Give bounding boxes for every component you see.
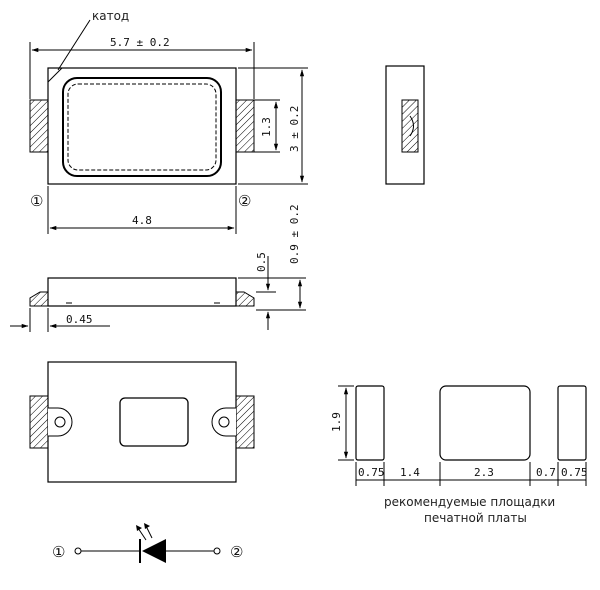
- profile-lead-right: [235, 291, 255, 307]
- bottom-hole-right: [218, 416, 230, 428]
- profile-body: [47, 277, 237, 307]
- dim-width: 3 ± 0.2: [288, 106, 301, 152]
- profile-view: 0.9 ± 0.2 0.5 0.45: [10, 204, 306, 332]
- bottom-hole-left: [54, 416, 66, 428]
- symbol-pin1-label: ①: [52, 543, 65, 561]
- dim-pad-w2: 0.75: [561, 466, 588, 479]
- end-pad: [401, 99, 419, 153]
- lens-outline: [62, 77, 222, 177]
- cathode-leader: [57, 19, 91, 71]
- dim-length: 5.7 ± 0.2: [110, 36, 170, 49]
- pcb-footprint: 1.9 0.75 1.4 2.3 0.7 0.75 рекомендуемые …: [330, 385, 588, 525]
- light-arrow-icon-1: [137, 527, 147, 541]
- dim-pad-span: 4.8: [132, 214, 152, 227]
- pcb-pad-center: [439, 385, 531, 461]
- dim-height: 0.9 ± 0.2: [288, 204, 301, 264]
- dim-pad-height: 1.9: [330, 412, 343, 432]
- profile-lead-left: [29, 291, 49, 307]
- lens-inner: [67, 83, 217, 171]
- diode-triangle-icon: [142, 539, 166, 563]
- symbol-terminal-right: [213, 547, 221, 555]
- symbol-pin2-label: ②: [230, 543, 243, 561]
- dim-gap1: 1.4: [400, 466, 420, 479]
- symbol-terminal-left: [74, 547, 82, 555]
- dim-pad-w1: 0.75: [358, 466, 385, 479]
- cathode-mark: [47, 67, 63, 83]
- pcb-pad-left: [355, 385, 385, 461]
- dim-center: 2.3: [474, 466, 494, 479]
- top-view: катод 5.7 ± 0.2 3 ± 0.2 1.3 ① ② 4.8: [29, 9, 308, 234]
- bottom-pad-left: [29, 395, 49, 449]
- top-pad-left: [29, 99, 49, 153]
- bottom-view: [29, 361, 255, 483]
- top-body: [47, 67, 237, 185]
- pcb-caption-line2: печатной платы: [424, 511, 527, 525]
- dim-lead-thickness: 0.5: [255, 252, 268, 272]
- dim-lens-height: 1.3: [260, 117, 273, 137]
- end-view: [385, 65, 425, 185]
- cathode-label: катод: [92, 9, 129, 23]
- led-symbol: ① ②: [52, 523, 243, 563]
- light-arrow-icon-2: [145, 525, 153, 539]
- top-pad-right: [235, 99, 255, 153]
- bottom-window: [119, 397, 189, 447]
- pcb-caption-line1: рекомендуемые площадки: [384, 495, 555, 509]
- dim-gap2: 0.7: [536, 466, 556, 479]
- pin2-label: ②: [238, 192, 251, 210]
- pcb-pad-right: [557, 385, 587, 461]
- bottom-pad-right: [235, 395, 255, 449]
- end-pad-notch: [409, 115, 414, 137]
- pin1-label: ①: [30, 192, 43, 210]
- dim-lead-offset: 0.45: [66, 313, 93, 326]
